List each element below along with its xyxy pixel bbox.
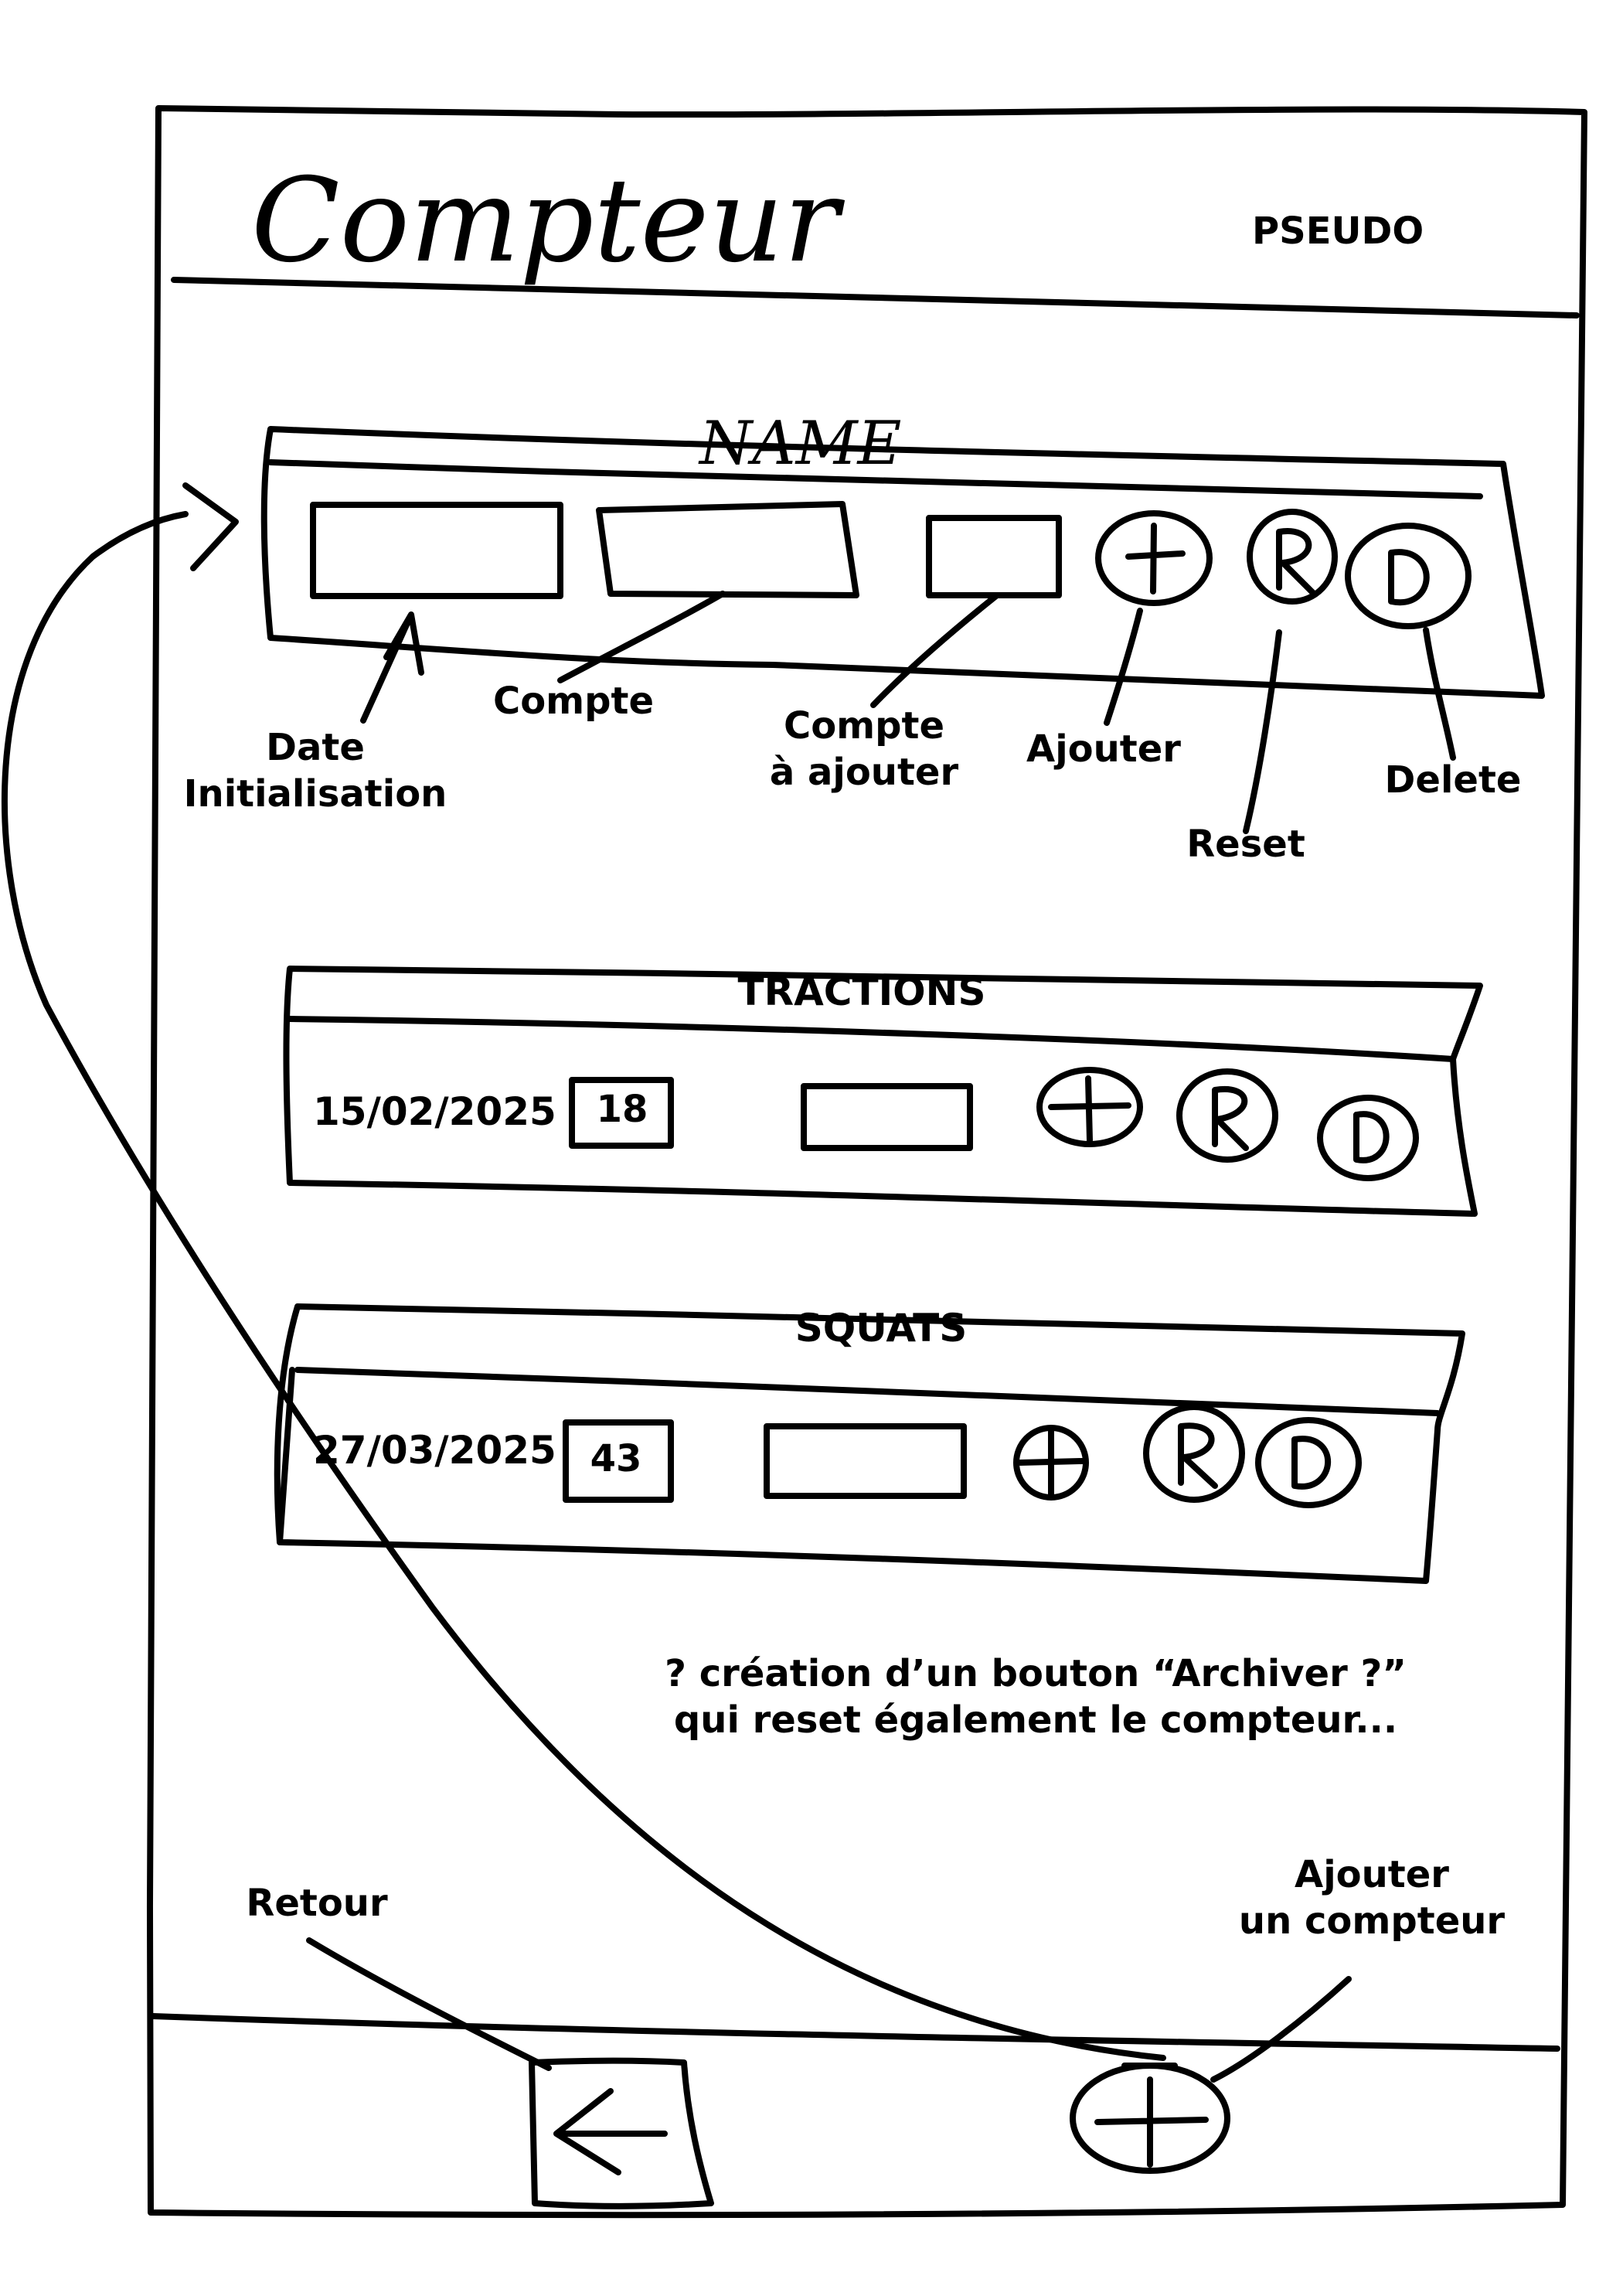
squats-card-outline xyxy=(274,1303,1465,1584)
add-counter-flow-arrow xyxy=(1,511,1166,2061)
header-divider xyxy=(171,277,1580,319)
tractions-count: 18 xyxy=(596,1088,648,1131)
add-circle xyxy=(1095,510,1213,606)
add-counter-plus-mark xyxy=(1094,2063,1209,2168)
tractions-add-plus-mark xyxy=(1048,1075,1131,1143)
reset-r-mark xyxy=(1276,528,1317,597)
annotation-add: Ajouter xyxy=(1026,727,1181,771)
annotation-reset: Reset xyxy=(1186,823,1305,866)
user-pseudo[interactable]: PSEUDO xyxy=(1252,210,1424,253)
tractions-count-box xyxy=(569,1077,674,1149)
squats-count-box xyxy=(563,1419,674,1503)
back-label: Retour xyxy=(246,1882,388,1925)
name-card-header-line xyxy=(267,459,1483,499)
squats-reset-button[interactable] xyxy=(1146,1407,1242,1500)
squats-add-button[interactable] xyxy=(1016,1428,1086,1497)
add-pointer-line xyxy=(1104,608,1143,726)
squats-add-plus-mark xyxy=(1017,1427,1085,1499)
back-button-box xyxy=(529,2057,714,2209)
back-arrow-icon xyxy=(553,2088,668,2175)
squats-reset-circle xyxy=(1143,1404,1245,1503)
count-pointer-line xyxy=(557,591,726,683)
squats-count: 43 xyxy=(590,1437,642,1480)
annotation-to-add-line2: à ajouter xyxy=(769,751,959,794)
squats-delete-button[interactable] xyxy=(1258,1420,1359,1505)
tractions-add-button[interactable] xyxy=(1039,1070,1140,1144)
app-title: Compteur xyxy=(251,154,839,288)
date-pointer-line xyxy=(360,611,424,724)
tractions-card-outline xyxy=(283,966,1483,1217)
add-counter-label-line2: un compteur xyxy=(1238,1899,1506,1943)
reset-circle xyxy=(1247,509,1338,605)
annotation-date-line1: Date xyxy=(266,726,365,769)
squats-date: 27/03/2025 xyxy=(313,1428,556,1473)
template-card-name: NAME xyxy=(699,409,902,479)
phone-frame xyxy=(146,105,1587,2219)
squats-reset-r-mark xyxy=(1178,1422,1218,1489)
reset-pointer-line xyxy=(1243,629,1282,834)
to-add-pointer-line xyxy=(870,592,1000,708)
tractions-reset-circle xyxy=(1176,1068,1278,1163)
to-add-field xyxy=(926,515,1062,598)
archive-note-line1: ? création d’un bouton “Archiver ?” xyxy=(665,1652,1407,1695)
count-field xyxy=(596,501,859,598)
tractions-reset-r-mark xyxy=(1212,1085,1249,1151)
tractions-to-add-field xyxy=(801,1083,973,1151)
archive-note-line2: qui reset également le compteur... xyxy=(673,1698,1398,1742)
delete-circle xyxy=(1345,523,1472,629)
tractions-card-title: TRACTIONS xyxy=(737,969,986,1014)
squats-card-title: SQUATS xyxy=(794,1306,968,1351)
annotation-delete: Delete xyxy=(1384,758,1522,802)
back-pointer-line xyxy=(306,1937,552,2071)
add-counter-pointer-line xyxy=(1210,1976,1352,2083)
annotation-to-add-line1: Compte xyxy=(783,704,945,748)
delete-d-mark xyxy=(1388,549,1430,606)
tractions-delete-button[interactable] xyxy=(1320,1098,1416,1178)
squats-card-header-line xyxy=(294,1367,1441,1416)
add-counter-button[interactable] xyxy=(1073,2063,1227,2171)
tractions-date: 15/02/2025 xyxy=(313,1089,556,1134)
add-counter-label-line1: Ajouter xyxy=(1295,1853,1449,1896)
add-plus-mark xyxy=(1125,523,1186,594)
tractions-delete-circle xyxy=(1317,1095,1419,1181)
annotation-date-line2: Initialisation xyxy=(183,772,447,816)
squats-to-add-field xyxy=(764,1423,967,1499)
delete-pointer-line xyxy=(1423,627,1456,761)
tractions-add-circle xyxy=(1036,1067,1143,1147)
date-init-field xyxy=(310,502,563,599)
tractions-delete-d-mark xyxy=(1353,1111,1390,1163)
tractions-reset-button[interactable] xyxy=(1179,1071,1275,1160)
annotation-count: Compte xyxy=(492,680,655,723)
add-counter-flow-arrowhead xyxy=(182,482,239,571)
tractions-card-header-line xyxy=(287,1016,1456,1062)
squats-delete-d-mark xyxy=(1291,1436,1332,1490)
squats-delete-circle xyxy=(1255,1417,1362,1508)
footer-divider xyxy=(150,2013,1560,2052)
name-card-outline xyxy=(260,426,1545,699)
back-button[interactable] xyxy=(532,2060,711,2207)
